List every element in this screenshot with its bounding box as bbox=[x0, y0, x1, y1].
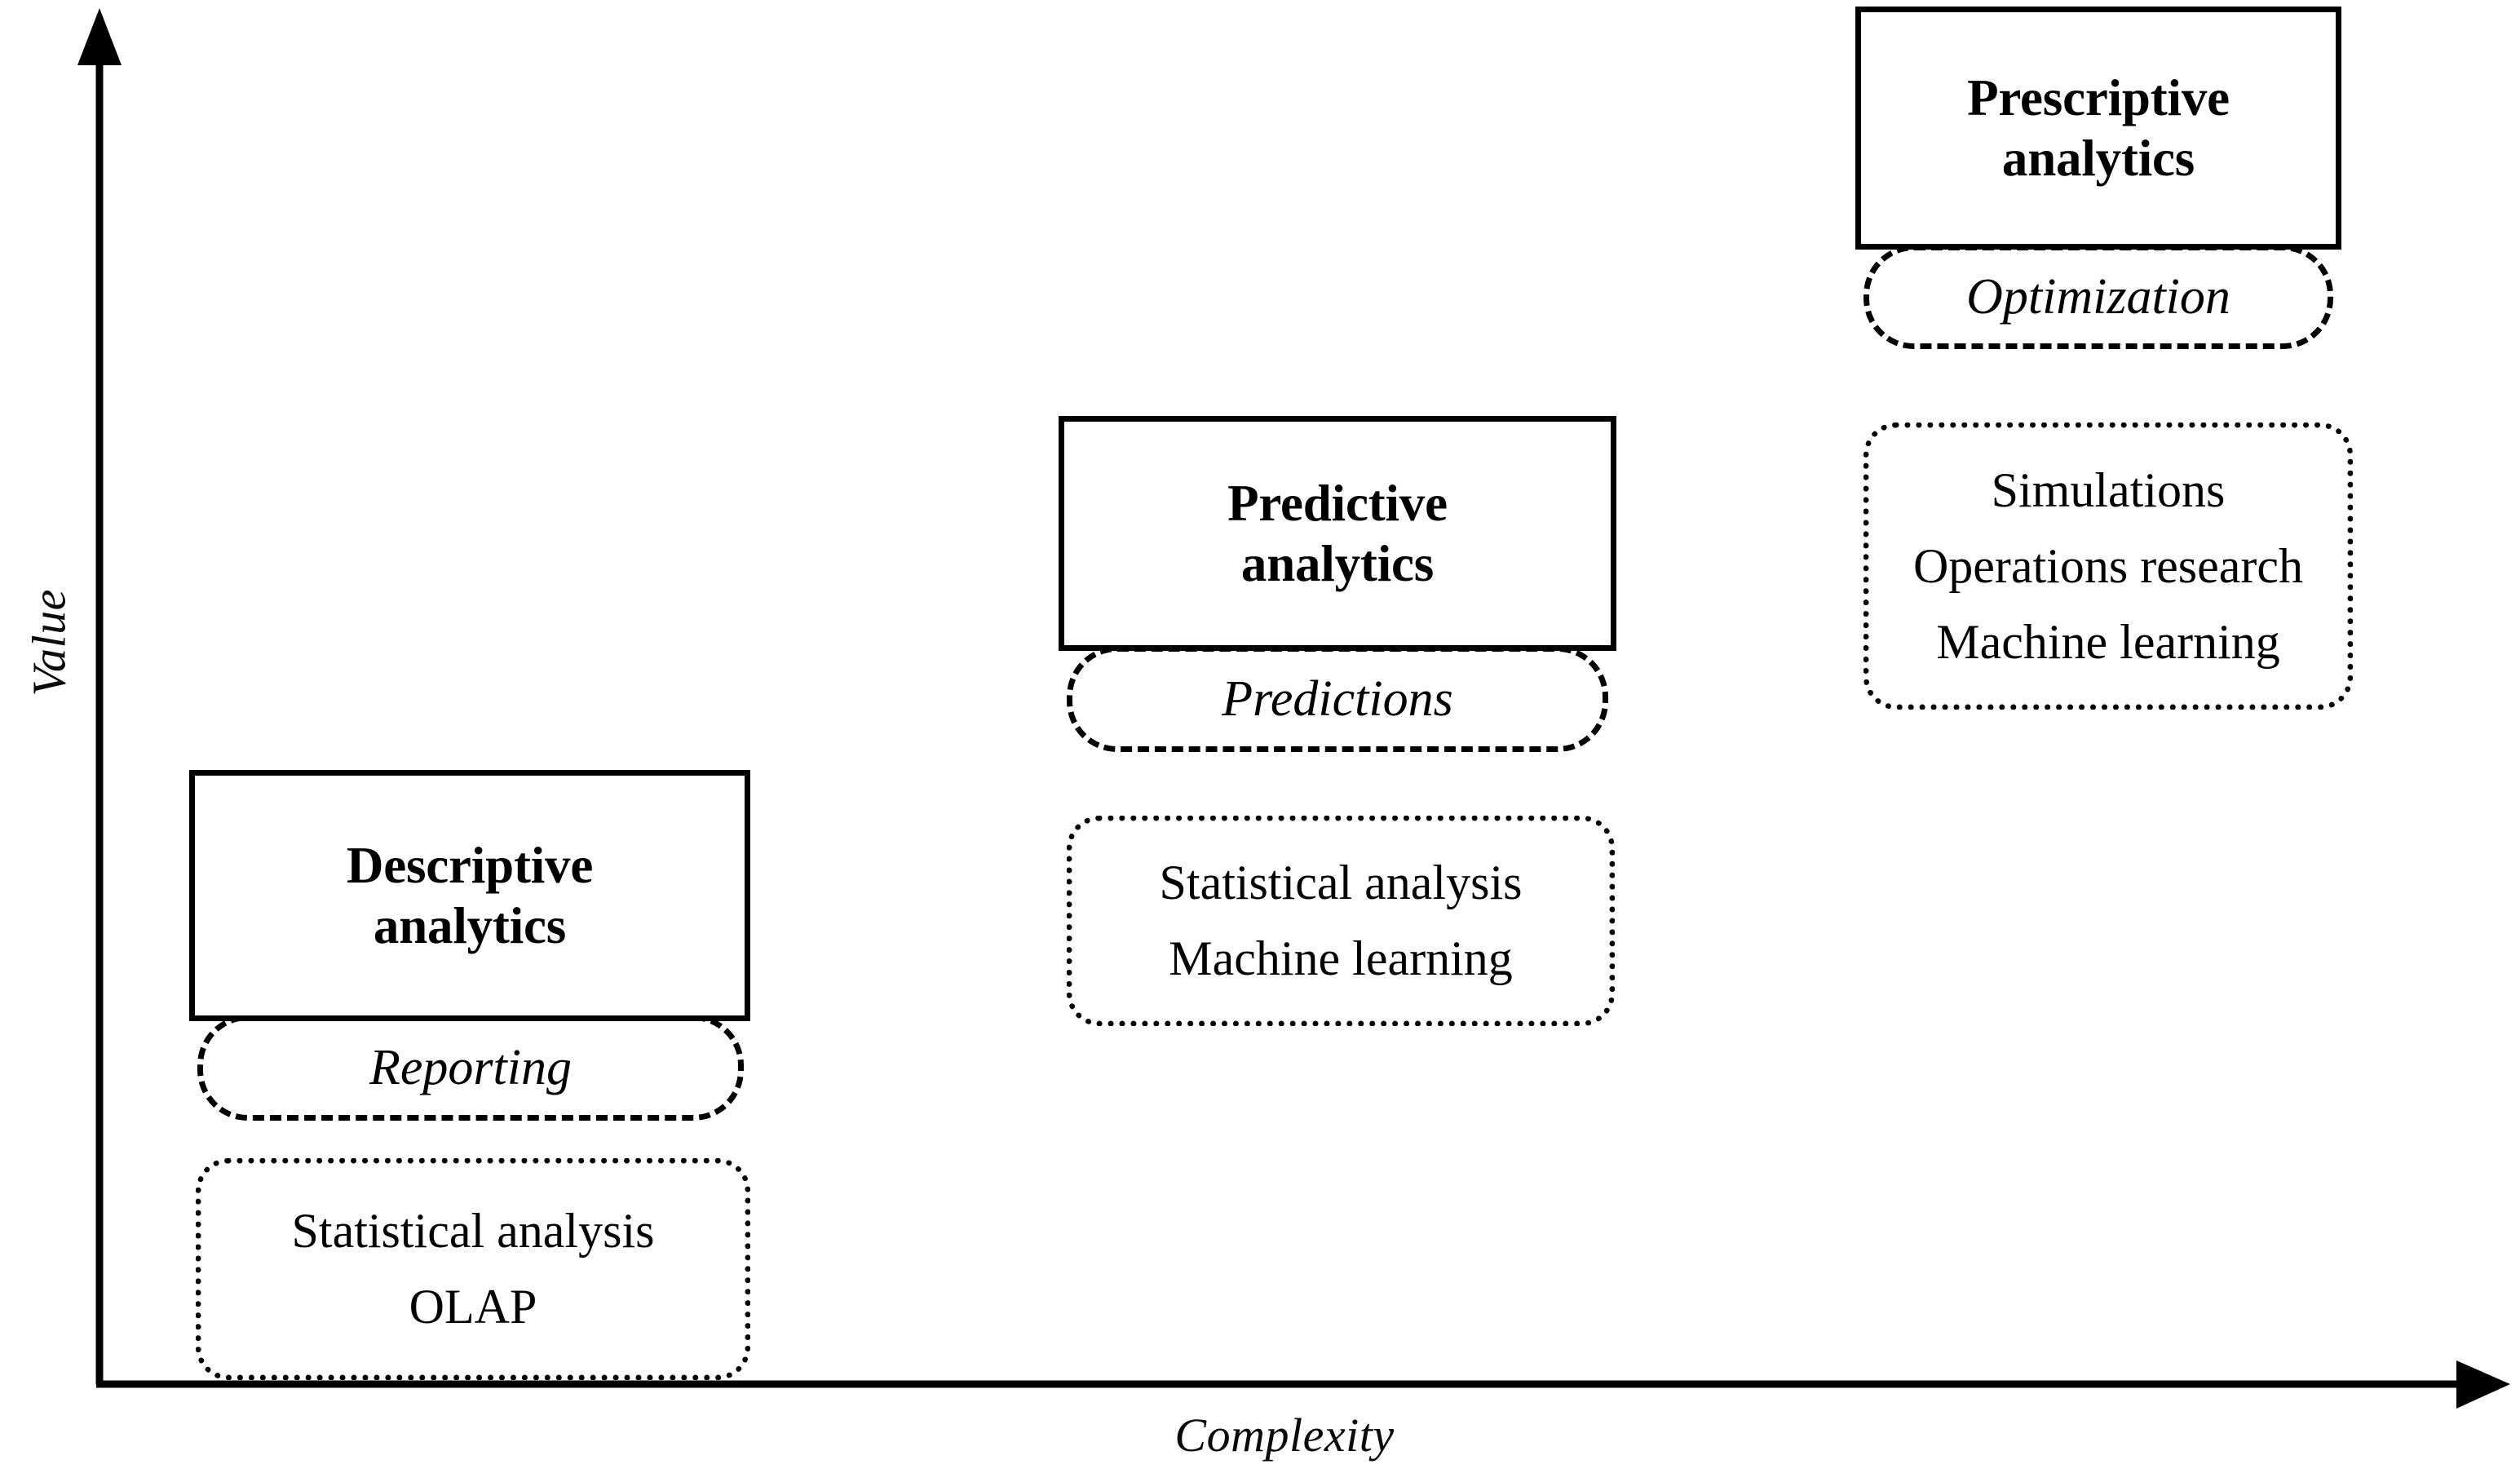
prescriptive-title-line-2: analytics bbox=[2001, 130, 2195, 187]
y-axis-label: Value bbox=[22, 589, 76, 697]
y-axis-arrowhead bbox=[77, 8, 122, 65]
predictive-analytics-title: Predictive analytics bbox=[1227, 473, 1448, 595]
predictive-title-line-1: Predictive bbox=[1227, 474, 1448, 532]
prescriptive-analytics-title: Prescriptive analytics bbox=[1967, 68, 2230, 189]
predictive-techniques-box[interactable]: Statistical analysis Machine learning bbox=[1067, 816, 1615, 1026]
prescriptive-title-line-1: Prescriptive bbox=[1967, 69, 2230, 126]
predictive-technique-item: Statistical analysis bbox=[1159, 856, 1523, 909]
prescriptive-technique-item: Operations research bbox=[1912, 538, 2304, 593]
predictive-output-box[interactable]: Predictions bbox=[1067, 646, 1608, 752]
prescriptive-technique-item: Machine learning bbox=[1936, 614, 2280, 669]
descriptive-analytics-title-box[interactable]: Descriptive analytics bbox=[189, 770, 750, 1021]
descriptive-title-line-1: Descriptive bbox=[346, 836, 594, 894]
prescriptive-technique-item: Simulations bbox=[1991, 462, 2226, 517]
predictive-analytics-title-box[interactable]: Predictive analytics bbox=[1059, 416, 1616, 651]
descriptive-output-label: Reporting bbox=[369, 1040, 572, 1095]
descriptive-technique-item: OLAP bbox=[409, 1280, 537, 1334]
descriptive-analytics-title: Descriptive analytics bbox=[347, 835, 593, 957]
prescriptive-output-box[interactable]: Optimization bbox=[1863, 245, 2333, 349]
descriptive-title-line-2: analytics bbox=[373, 897, 567, 954]
x-axis-label: Complexity bbox=[1174, 1409, 1395, 1462]
prescriptive-output-label: Optimization bbox=[1966, 269, 2230, 325]
x-axis-arrowhead bbox=[2456, 1360, 2510, 1409]
predictive-output-label: Predictions bbox=[1222, 671, 1453, 727]
prescriptive-analytics-title-box[interactable]: Prescriptive analytics bbox=[1855, 7, 2341, 250]
descriptive-technique-item: Statistical analysis bbox=[291, 1204, 655, 1258]
descriptive-output-box[interactable]: Reporting bbox=[197, 1015, 744, 1121]
predictive-title-line-2: analytics bbox=[1240, 535, 1435, 592]
descriptive-techniques-box[interactable]: Statistical analysis OLAP bbox=[196, 1158, 750, 1380]
predictive-technique-item: Machine learning bbox=[1169, 931, 1513, 985]
prescriptive-techniques-box[interactable]: Simulations Operations research Machine … bbox=[1863, 422, 2353, 710]
